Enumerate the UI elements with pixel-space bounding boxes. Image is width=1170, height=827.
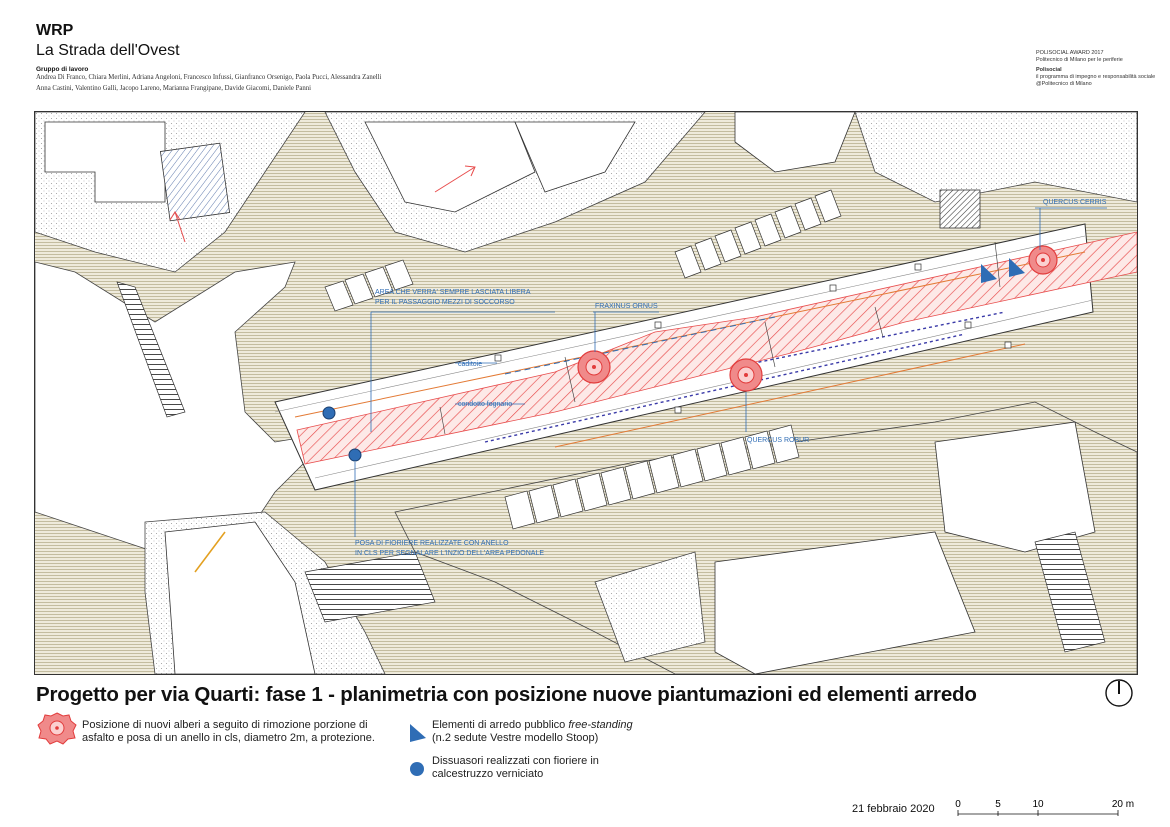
label-emergency-area-1: AREA CHE VERRA' SEMPRE LASCIATA LIBERA	[375, 289, 531, 296]
north-arrow-icon	[1105, 679, 1133, 707]
label-caditoie: caditoie	[458, 361, 482, 368]
manholes	[494, 263, 1012, 414]
legend-bollards-line1: Dissuasori realizzati con fioriere in	[432, 755, 599, 767]
plaza-west	[35, 261, 337, 553]
pedestrian-area-hatched	[296, 231, 1137, 465]
sewer-line	[484, 333, 966, 443]
legend-trees: Posizione di nuovi alberi a seguito di r…	[82, 719, 375, 745]
row-houses-south	[504, 424, 800, 530]
row-houses-north	[324, 189, 842, 312]
staircase-se	[1034, 531, 1106, 653]
bollard-planter-1	[322, 406, 336, 420]
annotation-leaders	[354, 207, 1107, 537]
team-members-line2: Anna Castini, Valentino Galli, Jacopo La…	[36, 85, 312, 92]
legend-furniture-line1: Elementi di arredo pubblico	[432, 719, 569, 731]
legend-furniture-italic: free-standing	[568, 719, 633, 731]
tree-quercus-robur	[729, 358, 763, 392]
award-line5: @Politecnico di Milano	[1036, 81, 1092, 87]
hatched-parking-nw	[159, 142, 231, 222]
team-members-line1: Andrea Di Franco, Chiara Merlini, Adrian…	[36, 74, 382, 81]
steps-sw	[304, 551, 436, 623]
curb-line-south	[314, 299, 1094, 479]
map-labels: AREA CHE VERRA' SEMPRE LASCIATA LIBERA P…	[355, 199, 1107, 557]
building-nw-1	[44, 121, 166, 203]
map-labels-lower: caditoie condotto fognario	[458, 361, 512, 408]
site-plan-map: AREA CHE VERRA' SEMPRE LASCIATA LIBERA P…	[34, 111, 1138, 675]
building-sw-1	[164, 521, 316, 674]
building-se-2	[714, 531, 976, 674]
legend-tree-icon	[37, 712, 77, 745]
scale-tick-5: 5	[995, 799, 1001, 810]
legend-furniture-line2: (n.2 sedute Vestre modello Stoop)	[432, 732, 599, 744]
award-block: POLISOCIAL AWARD 2017 Politecnico di Mil…	[1036, 50, 1155, 88]
building-n-2	[514, 121, 636, 193]
label-posa-fioriere-1: POSA DI FIORIERE REALIZZATE CON ANELLO	[355, 540, 509, 547]
building-se-1	[934, 421, 1096, 553]
legend-bench-icon	[410, 724, 426, 742]
scale-tick-0: 0	[955, 799, 961, 810]
project-acronym: WRP	[36, 22, 74, 39]
access-arrows	[169, 165, 476, 243]
award-line4: il programma di impegno e responsabilità…	[1036, 74, 1156, 80]
legend-furniture: Elementi di arredo pubblico free-standin…	[432, 719, 633, 745]
scale-tick-10: 10	[1032, 799, 1044, 810]
plan-date: 21 febbraio 2020	[852, 803, 935, 815]
plan-title: Progetto per via Quarti: fase 1 - planim…	[36, 683, 977, 706]
garden-s	[594, 551, 706, 663]
label-emergency-area-2: PER IL PASSAGGIO MEZZI DI SOCCORSO	[375, 299, 515, 306]
bench-vestre-1	[981, 264, 997, 283]
scale-tick-20: 20 m	[1112, 799, 1134, 810]
building-block-ne	[854, 112, 1137, 203]
utility-line-orange-2	[554, 343, 1026, 448]
team-label: Gruppo di lavoro	[36, 66, 89, 73]
award-line2: Politecnico di Milano per le periferie	[1036, 57, 1123, 63]
orange-edge-sw	[194, 531, 226, 573]
label-quercus-cerris: QUERCUS CERRIS	[1043, 199, 1107, 206]
sewer-line-2	[734, 311, 1006, 368]
staircase-west	[116, 281, 186, 418]
bollard-planter-2	[348, 448, 362, 462]
utility-line-orange-1	[294, 251, 1086, 418]
tree-quercus-cerris	[1028, 245, 1058, 275]
label-condotto: condotto fognario	[458, 401, 512, 408]
tree-fraxinus-ornus	[577, 350, 611, 384]
label-quercus-robur: QUERCUS ROBUR	[747, 437, 809, 444]
legend-bollards: Dissuasori realizzati con fioriere in ca…	[432, 755, 599, 781]
legend-bollard-icon	[410, 762, 424, 776]
legend-trees-line2: asfalto e posa di un anello in cls, diam…	[82, 732, 375, 744]
building-n-1	[364, 121, 536, 213]
dimension-lines	[439, 241, 1001, 435]
award-line3: Polisocial	[1036, 67, 1062, 73]
project-title: La Strada dell'Ovest	[36, 42, 180, 59]
bench-vestre-2	[1009, 258, 1025, 277]
hatched-structure-ne	[939, 189, 981, 229]
label-fraxinus-ornus: FRAXINUS ORNUS	[595, 303, 658, 310]
legend-trees-line1: Posizione di nuovi alberi a seguito di r…	[82, 719, 368, 731]
scale-bar: 0 5 10 20 m	[955, 799, 1134, 816]
legend-bollards-line2: calcestruzzo verniciato	[432, 768, 544, 780]
building-ne-1	[734, 112, 856, 173]
award-line1: POLISOCIAL AWARD 2017	[1036, 50, 1104, 56]
curb-line-north	[274, 235, 1086, 413]
drain-line	[504, 316, 776, 375]
label-posa-fioriere-2: IN CLS PER SEGNALARE L'INZIO DELL'AREA P…	[355, 550, 544, 557]
